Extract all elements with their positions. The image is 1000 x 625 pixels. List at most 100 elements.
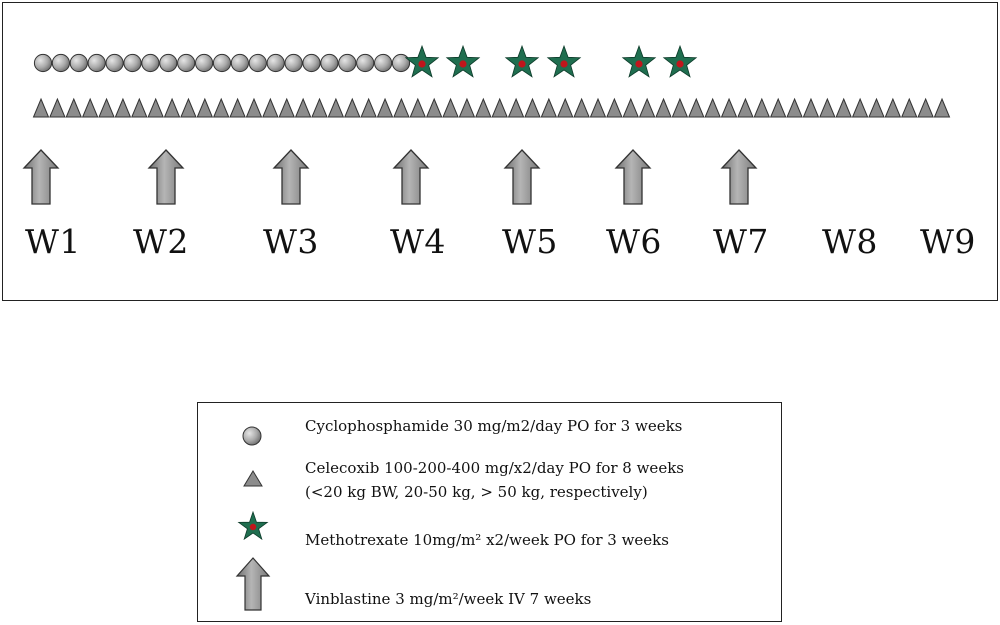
cyclophosphamide-dose-circle <box>105 53 124 73</box>
cyclophosphamide-dose-circle <box>266 53 285 73</box>
celecoxib-dose-triangle <box>737 97 754 118</box>
vinblastine-dose-arrow <box>614 149 652 205</box>
celecoxib-dose-triangle <box>32 97 50 118</box>
legend-celecoxib-weights: (<20 kg BW, 20-50 kg, > 50 kg, respectiv… <box>305 483 648 501</box>
celecoxib-dose-triangle <box>344 97 361 118</box>
cyclophosphamide-dose-circle <box>69 53 88 73</box>
methotrexate-dose-star <box>546 44 582 78</box>
vinblastine-dose-row <box>22 149 758 205</box>
celecoxib-dose-triangle <box>212 97 230 118</box>
cyclophosphamide-dose-circle <box>374 53 393 73</box>
celecoxib-dose-triangle <box>540 97 558 118</box>
celecoxib-dose-triangle <box>589 97 607 118</box>
celecoxib-dose-triangle <box>671 97 689 118</box>
celecoxib-dose-triangle <box>180 97 197 118</box>
cyclophosphamide-dose-circle <box>159 53 178 73</box>
celecoxib-dose-triangle <box>688 97 705 118</box>
celecoxib-dose-triangle <box>900 97 918 118</box>
celecoxib-dose-triangle <box>196 97 214 118</box>
methotrexate-dose-star <box>445 44 481 78</box>
celecoxib-dose-triangle <box>294 97 312 118</box>
up-arrow-icon <box>235 557 271 611</box>
legend-cyclophosphamide: Cyclophosphamide 30 mg/m2/day PO for 3 w… <box>305 417 683 435</box>
celecoxib-dose-triangle <box>606 97 623 118</box>
methotrexate-dose-star <box>404 44 440 78</box>
legend-vinblastine: Vinblastine 3 mg/m²/week IV 7 weeks <box>305 590 592 608</box>
vinblastine-dose-arrow <box>392 149 430 205</box>
celecoxib-dose-triangle <box>49 97 66 118</box>
celecoxib-dose-triangle <box>147 97 164 118</box>
methotrexate-dose-row <box>404 44 698 78</box>
cyclophosphamide-dose-circle <box>212 53 232 73</box>
celecoxib-dose-triangle <box>835 97 852 118</box>
cyclophosphamide-dose-circle <box>87 53 106 73</box>
cyclophosphamide-dose-circle <box>248 53 267 73</box>
cyclophosphamide-dose-row <box>33 53 411 73</box>
celecoxib-dose-triangle <box>475 97 492 118</box>
celecoxib-dose-triangle <box>114 97 132 118</box>
cyclophosphamide-dose-circle <box>51 53 71 73</box>
celecoxib-dose-triangle <box>655 97 672 118</box>
week-label-w3: W3 <box>263 222 319 261</box>
vinblastine-dose-arrow <box>272 149 310 205</box>
celecoxib-dose-triangle <box>917 97 934 118</box>
celecoxib-dose-triangle <box>769 97 787 118</box>
celecoxib-dose-triangle <box>524 97 541 118</box>
celecoxib-dose-triangle <box>409 97 427 118</box>
vinblastine-dose-arrow <box>147 149 185 205</box>
celecoxib-dose-triangle <box>311 97 328 118</box>
week-label-w2: W2 <box>133 222 189 261</box>
celecoxib-dose-triangle <box>425 97 443 118</box>
celecoxib-dose-triangle <box>819 97 836 118</box>
cyclophosphamide-dose-circle <box>230 53 249 73</box>
celecoxib-dose-triangle <box>442 97 459 118</box>
celecoxib-dose-triangle <box>81 97 99 118</box>
methotrexate-dose-star <box>662 44 698 78</box>
celecoxib-dose-triangle <box>393 97 410 118</box>
week-label-w5: W5 <box>502 222 558 261</box>
cyclophosphamide-dose-circle <box>320 53 339 73</box>
celecoxib-dose-triangle <box>638 97 656 118</box>
cyclophosphamide-dose-circle <box>284 53 303 73</box>
celecoxib-dose-triangle <box>884 97 902 118</box>
celecoxib-dose-triangle <box>851 97 869 118</box>
celecoxib-dose-triangle <box>229 97 246 118</box>
week-label-w4: W4 <box>390 222 446 261</box>
celecoxib-dose-triangle <box>933 97 951 118</box>
celecoxib-dose-row <box>32 97 951 118</box>
celecoxib-dose-triangle <box>622 97 639 118</box>
legend-box: Cyclophosphamide 30 mg/m2/day PO for 3 w… <box>197 402 782 622</box>
cyclophosphamide-dose-circle <box>391 53 411 73</box>
cyclophosphamide-dose-circle <box>141 53 160 73</box>
celecoxib-dose-triangle <box>65 97 83 118</box>
celecoxib-dose-triangle <box>704 97 721 118</box>
vinblastine-dose-arrow <box>720 149 758 205</box>
week-label-w9: W9 <box>920 222 976 261</box>
celecoxib-dose-triangle <box>262 97 279 118</box>
star-icon <box>237 511 269 541</box>
celecoxib-dose-triangle <box>491 97 508 118</box>
celecoxib-dose-triangle <box>131 97 148 118</box>
methotrexate-dose-star <box>504 44 540 78</box>
celecoxib-dose-triangle <box>98 97 115 118</box>
celecoxib-dose-triangle <box>786 97 803 118</box>
celecoxib-dose-triangle <box>573 97 590 118</box>
celecoxib-dose-triangle <box>753 97 771 118</box>
cyclophosphamide-dose-circle <box>338 53 357 73</box>
celecoxib-dose-triangle <box>868 97 885 118</box>
celecoxib-dose-triangle <box>458 97 476 118</box>
week-label-w7: W7 <box>713 222 769 261</box>
celecoxib-dose-triangle <box>278 97 295 118</box>
celecoxib-dose-triangle <box>556 97 574 118</box>
celecoxib-dose-triangle <box>360 97 377 118</box>
celecoxib-dose-triangle <box>376 97 394 118</box>
schedule-timeline <box>22 44 951 205</box>
cyclophosphamide-dose-circle <box>33 53 53 73</box>
week-label-w1: W1 <box>25 222 81 261</box>
celecoxib-dose-triangle <box>720 97 738 118</box>
celecoxib-dose-triangle <box>163 97 181 118</box>
celecoxib-dose-triangle <box>245 97 263 118</box>
celecoxib-dose-triangle <box>327 97 345 118</box>
cyclophosphamide-dose-circle <box>356 53 375 73</box>
cyclophosphamide-dose-circle <box>177 53 196 73</box>
